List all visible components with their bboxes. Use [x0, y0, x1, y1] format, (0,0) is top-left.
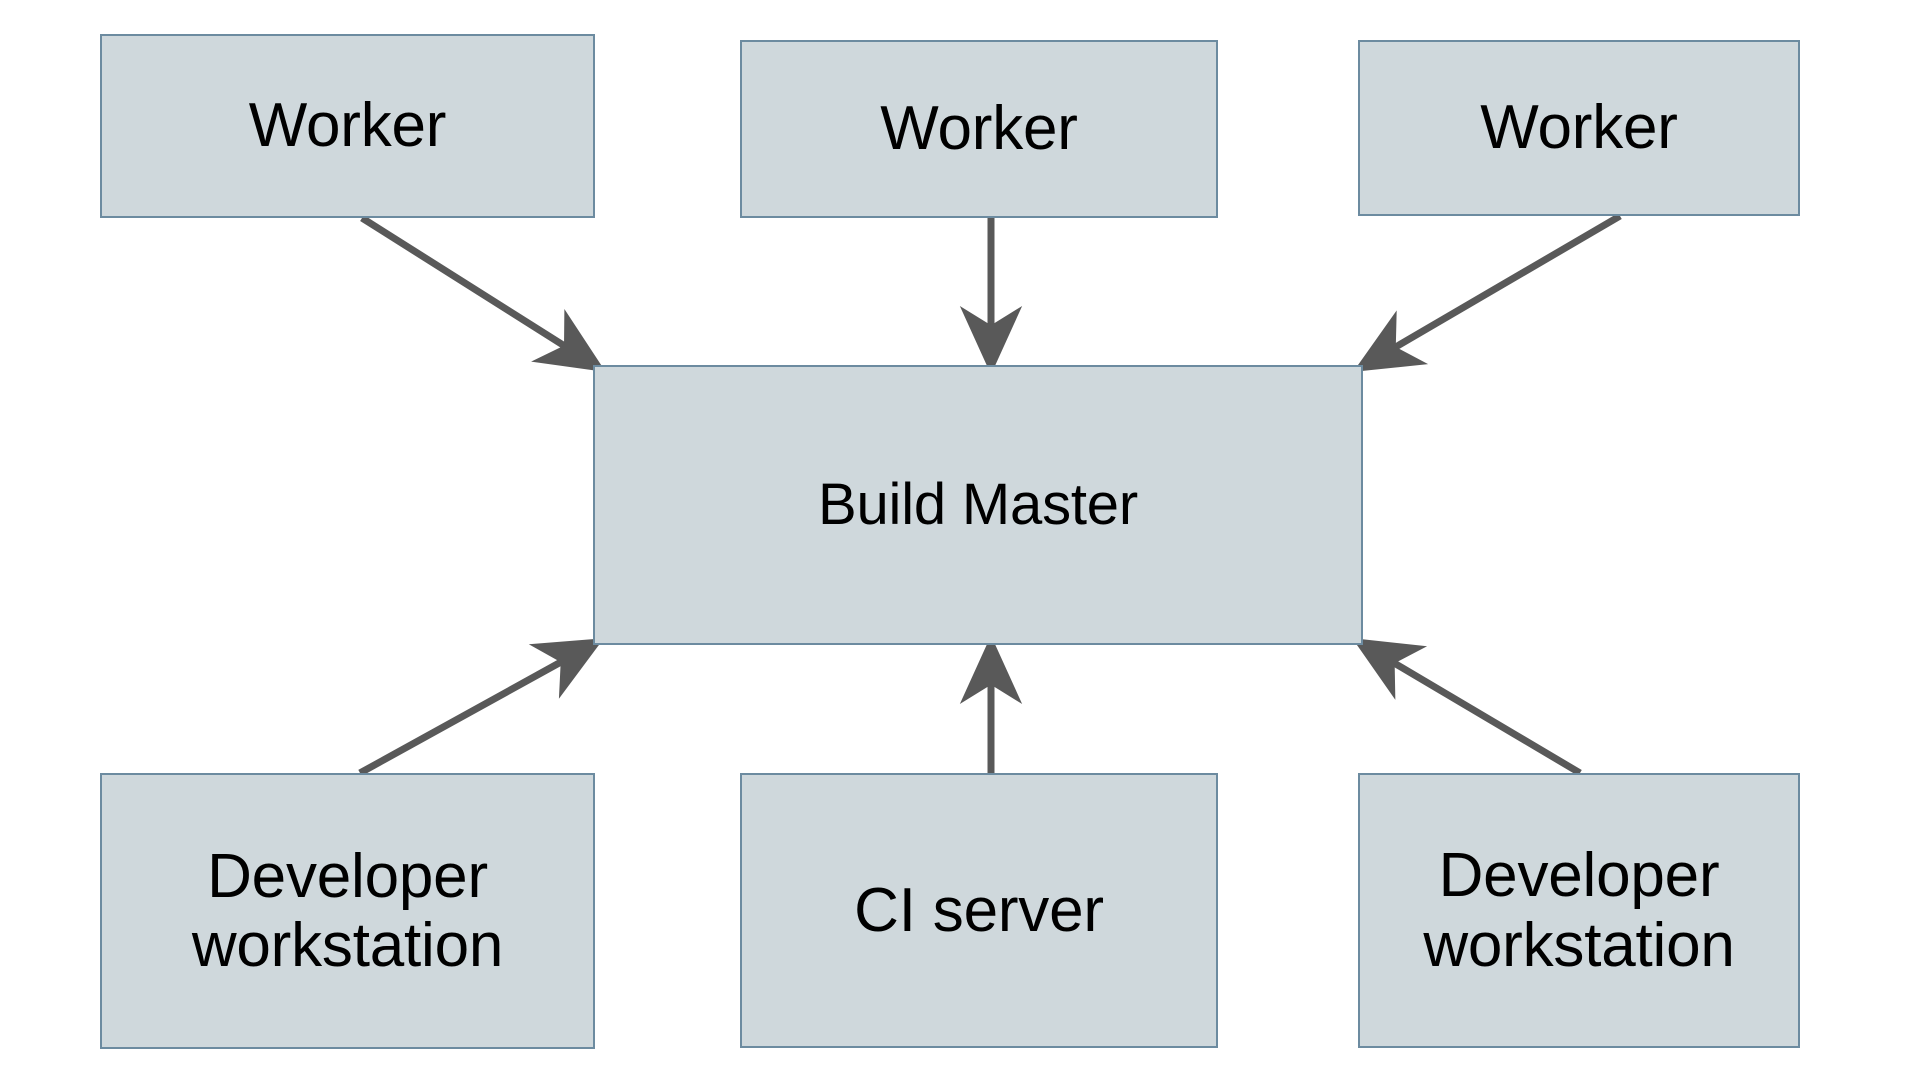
node-developer-workstation-left[interactable]: Developer workstation [100, 773, 595, 1049]
node-worker-left-label: Worker [248, 91, 447, 161]
node-ci-server[interactable]: CI server [740, 773, 1218, 1048]
edge-dev-left-to-build-master [358, 637, 604, 777]
node-worker-right-label: Worker [1480, 93, 1678, 163]
edge-dev-right-to-build-master [1352, 637, 1582, 777]
node-worker-center[interactable]: Worker [740, 40, 1218, 218]
node-developer-workstation-left-label: Developer workstation [191, 841, 504, 980]
node-developer-workstation-right[interactable]: Developer workstation [1358, 773, 1800, 1048]
edge-worker-right-to-build-master [1353, 212, 1622, 373]
node-build-master[interactable]: Build Master [593, 365, 1363, 645]
node-developer-workstation-right-label: Developer workstation [1423, 841, 1735, 980]
node-build-master-label: Build Master [818, 471, 1138, 537]
edge-worker-left-to-build-master [360, 215, 606, 372]
node-worker-right[interactable]: Worker [1358, 40, 1800, 216]
node-worker-center-label: Worker [880, 94, 1078, 164]
node-worker-left[interactable]: Worker [100, 34, 595, 218]
node-ci-server-label: CI server [854, 875, 1104, 945]
